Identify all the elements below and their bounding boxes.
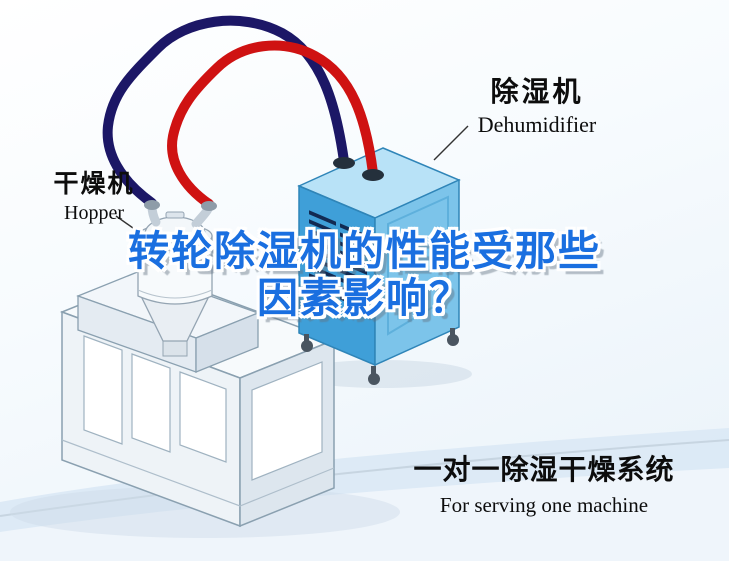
- dehumidifier-unit: [297, 147, 461, 385]
- bottom-caption: 一对一除湿干燥系统 For serving one machine: [388, 448, 700, 518]
- hopper-label-en: Hopper: [64, 202, 124, 224]
- dehumidifier-label: 除湿机 Dehumidifier: [452, 70, 622, 138]
- vent-grid: [309, 210, 367, 311]
- caption-en: For serving one machine: [439, 493, 649, 517]
- return-air-hose-navy: [102, 15, 349, 208]
- dehumidifier-pointer-line: [433, 125, 469, 161]
- headline: 转轮除湿机的性能受那些 因素影响？: [0, 228, 729, 322]
- front-panel: [131, 353, 171, 453]
- hopper-pointer-line: [115, 215, 151, 241]
- side-panel: [251, 361, 323, 481]
- dehumidifier-label-zh: 除湿机: [490, 76, 584, 107]
- skirting-line: [61, 439, 335, 507]
- hopper-label: 干燥机 Hopper: [42, 164, 146, 225]
- front-panel: [179, 371, 227, 463]
- dehumidifier-side-face: [374, 178, 460, 367]
- lid-handle: [165, 211, 185, 219]
- caption-zh: 一对一除湿干燥系统: [413, 454, 675, 485]
- hopper-label-zh: 干燥机: [53, 170, 135, 198]
- supply-air-hose-red: [167, 40, 378, 209]
- headline-line-1: 转轮除湿机的性能受那些: [128, 228, 601, 274]
- hopper-body: [137, 235, 213, 305]
- side-door-outline: [387, 195, 449, 336]
- hopper-dryer: [137, 198, 214, 357]
- side-label-plate: [397, 296, 421, 320]
- hose-fittings: [144, 157, 384, 211]
- dehumidifier-shadow: [292, 360, 472, 388]
- dehumidifier-label-en: Dehumidifier: [477, 112, 597, 137]
- casters: [301, 328, 459, 385]
- front-panel: [83, 335, 123, 445]
- headline-line-2: 因素影响？: [257, 275, 472, 322]
- background-swoosh: [0, 428, 729, 561]
